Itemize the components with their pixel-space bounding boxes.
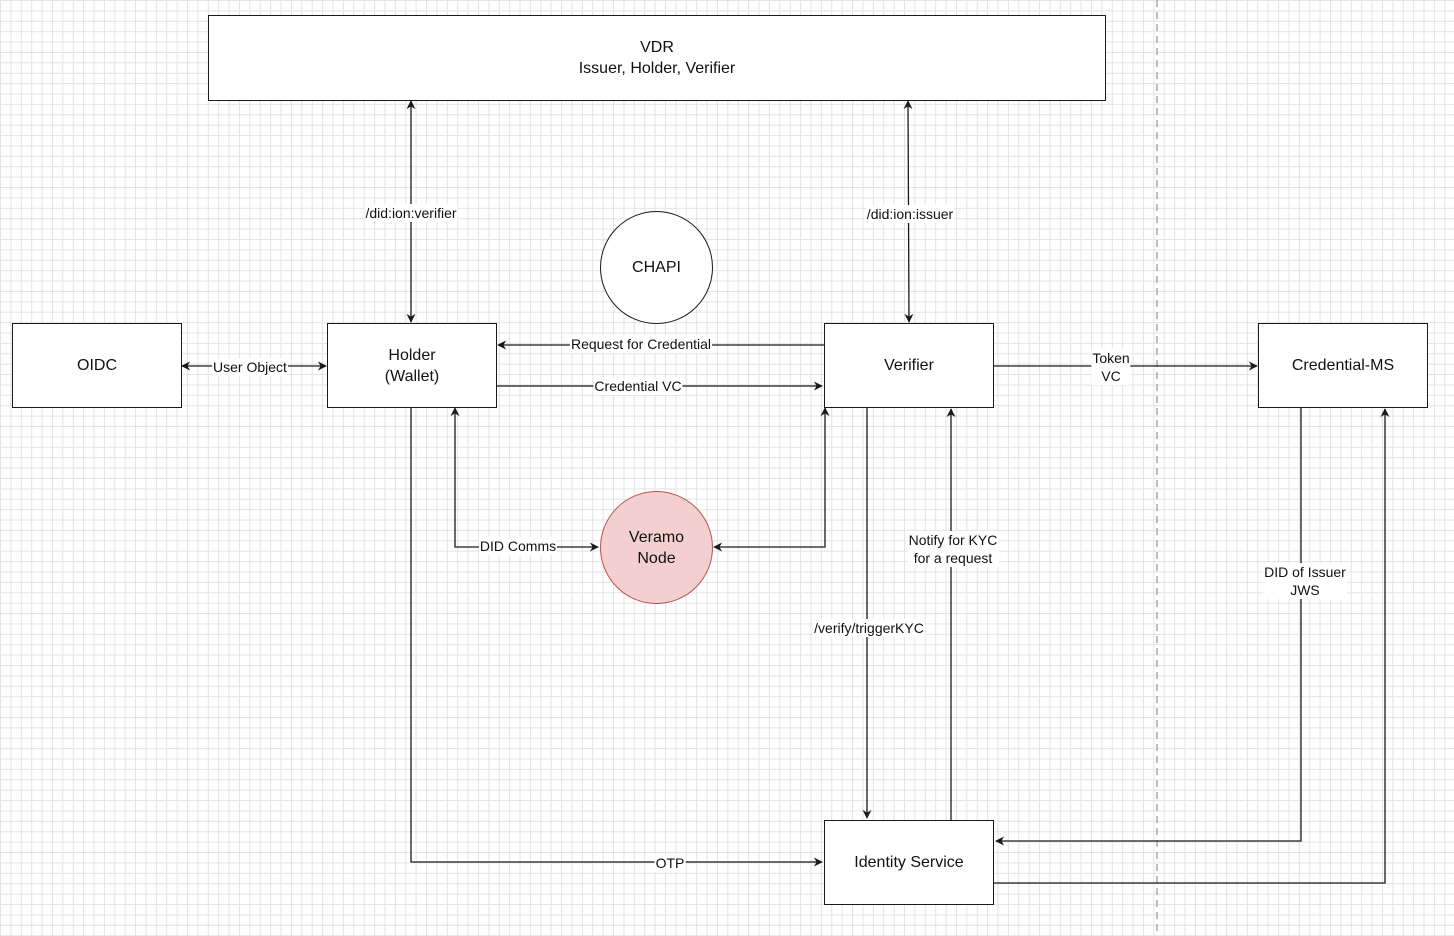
identity-service-box[interactable]: Identity Service — [824, 820, 994, 905]
edge-label-did-ion-verifier: /did:ion:verifier — [364, 204, 458, 222]
edge-label-did-ion-issuer: /did:ion:issuer — [865, 205, 955, 223]
credential-ms-box[interactable]: Credential-MS — [1258, 323, 1428, 408]
oidc-label: OIDC — [77, 357, 117, 374]
verifier-label: Verifier — [884, 357, 934, 374]
chapi-label: CHAPI — [632, 259, 681, 276]
edge-label-vc: VC — [1101, 368, 1121, 384]
edge-label-did-comms: DID Comms — [478, 537, 558, 555]
edge-label-notify-line2: for a request — [913, 550, 993, 566]
edge-label-did-of-issuer: DID of Issuer — [1264, 564, 1346, 580]
edge-verifier-veramo — [713, 407, 830, 552]
holder-label: Holder — [388, 346, 436, 364]
edge-credential-ms-identity — [995, 408, 1302, 846]
edge-label-token: Token — [1092, 350, 1130, 366]
holder-box[interactable]: Holder (Wallet) — [327, 323, 497, 408]
identity-service-label: Identity Service — [854, 854, 964, 871]
edge-label-token-vc: Token VC — [1091, 349, 1131, 385]
edge-identity-credential-ms — [994, 408, 1390, 884]
veramo-sublabel: Node — [637, 549, 676, 567]
vdr-subtitle: Issuer, Holder, Verifier — [578, 60, 736, 77]
credential-ms-label: Credential-MS — [1291, 357, 1395, 374]
vdr-box[interactable]: VDR Issuer, Holder, Verifier — [208, 15, 1106, 101]
verifier-box[interactable]: Verifier — [824, 323, 994, 408]
holder-sublabel: (Wallet) — [384, 367, 440, 385]
veramo-node-circle[interactable]: Veramo Node — [600, 491, 713, 604]
edge-label-notify-line1: Notify for KYC — [908, 532, 998, 548]
edge-label-request-for-credential: Request for Credential — [569, 335, 713, 353]
edge-label-jws: JWS — [1290, 582, 1320, 598]
edge-label-user-object: User Object — [212, 358, 288, 376]
edge-holder-otp — [410, 408, 823, 867]
edge-label-notify-kyc: Notify for KYC for a request — [907, 531, 999, 567]
edge-label-credential-vc: Credential VC — [593, 377, 683, 395]
edge-label-otp: OTP — [654, 854, 686, 872]
edge-label-verify-trigger: /verify/triggerKYC — [813, 619, 925, 637]
edge-label-did-of-issuer-jws: DID of Issuer JWS — [1263, 563, 1347, 599]
edge-holder-veramo — [450, 407, 599, 552]
vdr-title: VDR — [640, 39, 674, 56]
chapi-circle[interactable]: CHAPI — [600, 211, 713, 324]
veramo-label: Veramo — [628, 528, 685, 546]
oidc-box[interactable]: OIDC — [12, 323, 182, 408]
